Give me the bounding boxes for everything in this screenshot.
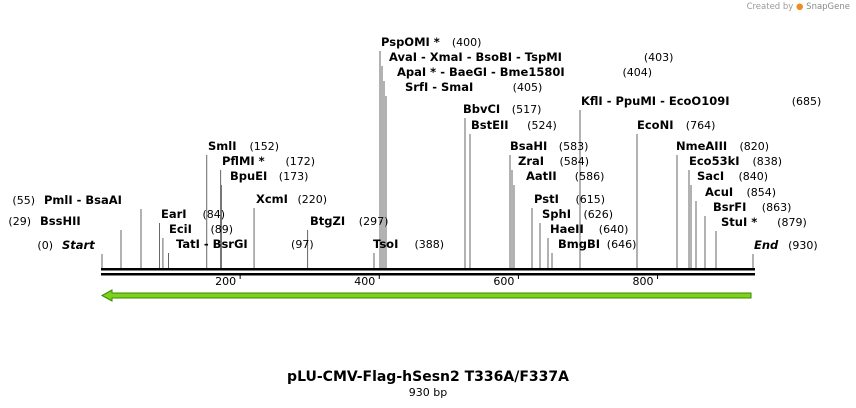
enzyme-name[interactable]: StuI * <box>721 215 757 229</box>
enzyme-name[interactable]: BsaHI <box>510 139 547 153</box>
ruler-tick-label: 400 <box>354 275 375 288</box>
site-position: (388) <box>414 238 444 251</box>
enzyme-name[interactable]: BmgBI <box>558 237 600 251</box>
ruler-tick-label: 800 <box>633 275 654 288</box>
site-position: (863) <box>762 201 792 214</box>
site-position: (646) <box>607 238 637 251</box>
enzyme-name[interactable]: Start <box>62 238 95 252</box>
site-position: (400) <box>452 36 482 49</box>
enzyme-name[interactable]: EarI <box>161 207 187 221</box>
enzyme-name[interactable]: EcoNI <box>637 118 673 132</box>
site-position: (586) <box>575 170 605 183</box>
enzyme-name[interactable]: AatII <box>526 169 557 183</box>
site-position: (173) <box>279 170 309 183</box>
enzyme-name[interactable]: AvaI - XmaI - BsoBI - TspMI <box>389 50 562 64</box>
site-position: (89) <box>210 223 233 236</box>
enzyme-name[interactable]: BbvCI <box>463 102 500 116</box>
site-position: (220) <box>297 193 327 206</box>
enzyme-name[interactable]: TatI - BsrGI <box>176 237 248 251</box>
enzyme-name[interactable]: SphI <box>542 207 571 221</box>
dna-backbone <box>101 268 755 276</box>
ruler-ticks: 200 400 600 800 <box>215 275 659 288</box>
site-position: (152) <box>249 140 279 153</box>
site-position: (0) <box>37 239 53 252</box>
enzyme-name[interactable]: SrfI - SmaI <box>405 80 473 94</box>
enzyme-name[interactable]: SmlI <box>208 139 237 153</box>
ruler-tick-label: 600 <box>493 275 514 288</box>
enzyme-name[interactable]: HaeII <box>550 222 584 236</box>
enzyme-name[interactable]: ZraI <box>518 154 544 168</box>
site-position: (584) <box>559 155 589 168</box>
site-position: (640) <box>599 223 629 236</box>
enzyme-name[interactable]: PspOMI * <box>381 35 440 49</box>
credit-prefix: Created by <box>746 2 794 12</box>
enzyme-name[interactable]: BpuEI <box>230 169 267 183</box>
enzyme-name[interactable]: BtgZI <box>310 214 345 228</box>
site-position: (517) <box>512 103 542 116</box>
site-position: (84) <box>202 208 225 221</box>
enzyme-name[interactable]: Eco53kI <box>689 154 740 168</box>
site-position: (403) <box>644 51 674 64</box>
site-position: (583) <box>559 140 589 153</box>
enzyme-name[interactable]: BsrFI <box>713 200 746 214</box>
site-position: (930) <box>788 239 818 252</box>
ruler-tick-label: 200 <box>215 275 236 288</box>
enzyme-name[interactable]: PflMI * <box>222 154 265 168</box>
site-position: (838) <box>753 155 783 168</box>
enzyme-name[interactable]: AcuI <box>705 185 733 199</box>
sequence-length: 930 bp <box>408 386 448 399</box>
site-labels: Start (0) BssHII (29) PmlI - BsaAI (55) EarI (8… <box>8 35 821 252</box>
site-position: (55) <box>12 194 35 207</box>
site-position: (685) <box>792 95 822 108</box>
site-lines <box>101 51 754 268</box>
enzyme-name[interactable]: BssHII <box>40 214 81 228</box>
enzyme-name[interactable]: SacI <box>697 169 724 183</box>
enzyme-name[interactable]: End <box>754 238 779 252</box>
site-position: (97) <box>291 238 314 251</box>
enzyme-name[interactable]: PstI <box>534 192 559 206</box>
enzyme-name[interactable]: XcmI <box>256 192 288 206</box>
enzyme-name[interactable]: PmlI - BsaAI <box>44 193 122 207</box>
site-position: (840) <box>738 170 768 183</box>
site-position: (615) <box>575 193 605 206</box>
snapgene-credit: Created by ● SnapGene <box>747 2 850 12</box>
enzyme-name[interactable]: KflI - PpuMI - EcoO109I <box>581 94 729 108</box>
site-position: (172) <box>286 155 316 168</box>
site-position: (404) <box>622 66 652 79</box>
enzyme-name[interactable]: EciI <box>169 222 192 236</box>
site-position: (405) <box>513 81 543 94</box>
feature-arrow[interactable] <box>100 289 752 302</box>
enzyme-name[interactable]: ApaI * - BaeGI - Bme1580I <box>397 65 565 79</box>
site-position: (297) <box>359 215 389 228</box>
enzyme-name[interactable]: NmeAIII <box>676 139 727 153</box>
site-position: (524) <box>527 119 557 132</box>
site-position: (879) <box>777 216 807 229</box>
site-position: (29) <box>8 215 31 228</box>
enzyme-name[interactable]: BstEII <box>471 118 509 132</box>
site-position: (764) <box>686 119 716 132</box>
site-position: (854) <box>746 186 776 199</box>
credit-brand: SnapGene <box>806 2 850 12</box>
snapgene-logo-icon: ● <box>796 2 804 12</box>
site-position: (626) <box>583 208 613 221</box>
site-position: (820) <box>740 140 770 153</box>
map-title: pLU-CMV-Flag-hSesn2 T336A/F337A <box>287 369 569 385</box>
enzyme-name[interactable]: TsoI <box>373 237 398 251</box>
